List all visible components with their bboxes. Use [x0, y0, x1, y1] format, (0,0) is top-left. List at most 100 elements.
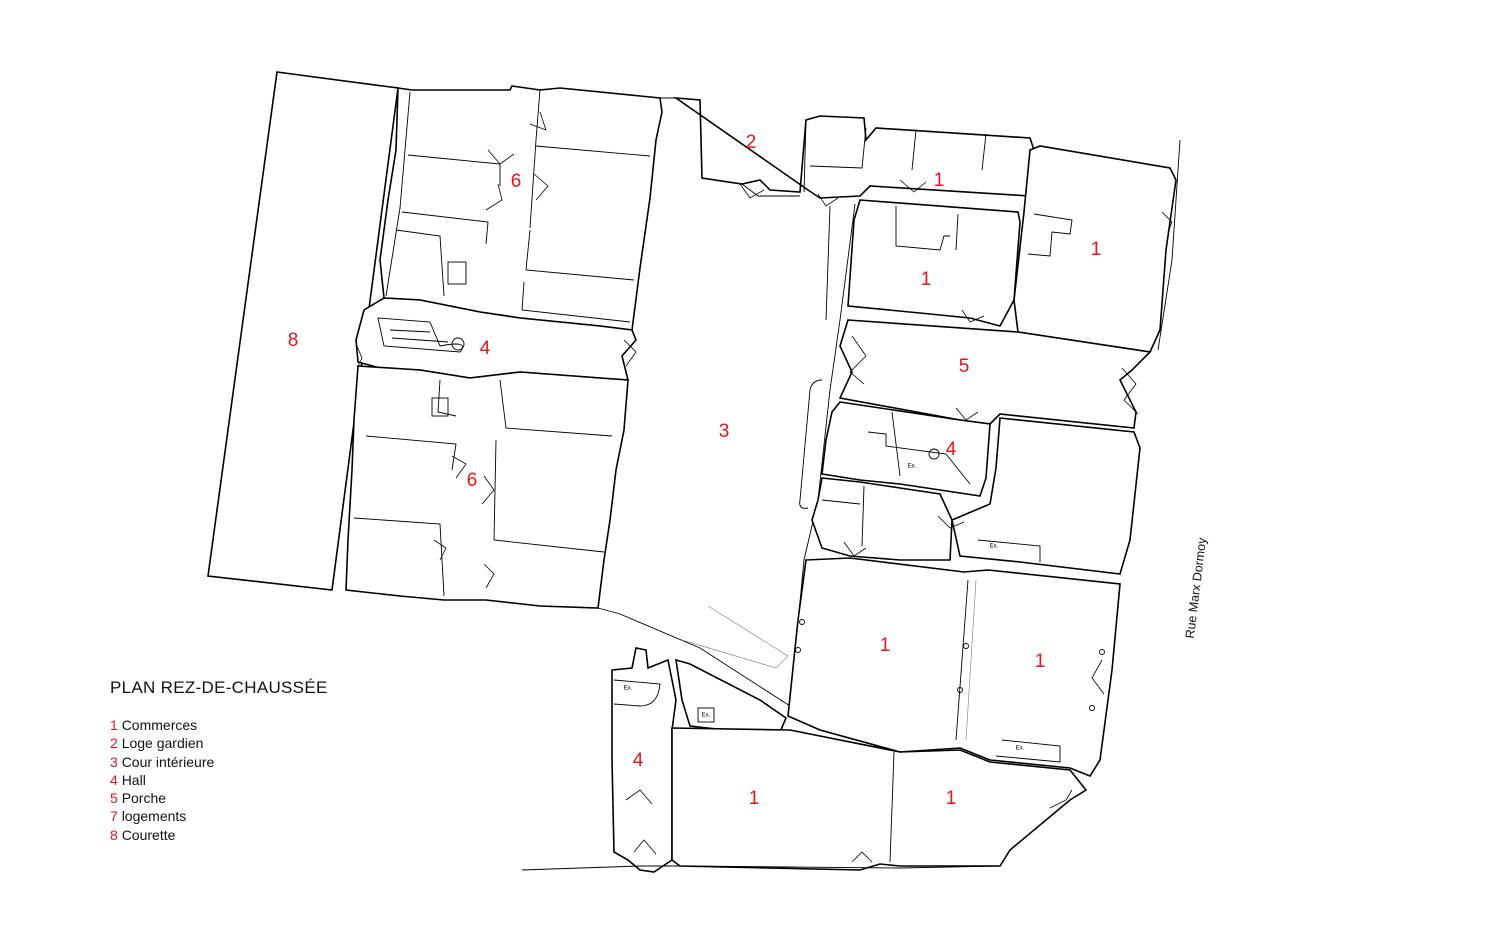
wall-line [981, 133, 987, 171]
door-swing [451, 455, 467, 479]
wall-line [521, 281, 631, 323]
legend-label: Hall [121, 771, 146, 788]
east-small-rooms-outline [811, 477, 953, 561]
south-utility-outline [675, 658, 787, 733]
door-swing [625, 789, 653, 805]
wall-line [395, 229, 445, 297]
commerce-bottom-right-label: 1 [946, 788, 957, 809]
commerce-south-outline [671, 727, 1088, 871]
south-hall-outline [611, 647, 677, 873]
legend-number: 8 [110, 826, 118, 843]
porche-label: 5 [959, 356, 970, 377]
column [795, 647, 801, 653]
commerce-east-upper-outline [951, 417, 1141, 575]
stair-newel [451, 337, 465, 351]
door-swing [533, 173, 549, 201]
court-ramp [799, 205, 831, 509]
store-partition [889, 751, 895, 863]
hall-south-label: 4 [633, 750, 644, 771]
commerce-northeast-outline [1013, 145, 1177, 353]
courette-label: 8 [288, 330, 299, 351]
legend-item: 4 Hall [110, 771, 328, 789]
exit-tag: Ex. [624, 686, 633, 692]
elevator-box [431, 397, 449, 417]
commerce-mid-left-label: 1 [880, 635, 891, 656]
exit-tag: Ex. [908, 464, 917, 470]
stair-line [391, 337, 449, 343]
wall-line [437, 379, 457, 417]
door-swing [1049, 789, 1073, 809]
loge-outline [673, 96, 1035, 199]
wall-line [809, 127, 867, 169]
stair-outline [977, 539, 1041, 562]
column [799, 619, 805, 625]
utility-box [697, 707, 715, 723]
legend-number: 1 [110, 717, 118, 733]
door-swing [1091, 659, 1105, 695]
elevator-box [447, 261, 467, 285]
door-swing [817, 193, 839, 207]
wall-line [529, 89, 541, 229]
commerce-southeast-outline [787, 557, 1121, 777]
legend-number: 7 [110, 808, 118, 825]
court-edge [597, 607, 791, 707]
exit-tag: Ex. [990, 544, 999, 550]
facade-line [1157, 139, 1181, 351]
door-swing [355, 343, 363, 367]
hall-east-label: 4 [946, 439, 957, 460]
wall-line [861, 485, 865, 547]
door-swing [739, 183, 765, 199]
west-wing-south-outline [345, 365, 629, 609]
wall-line [385, 91, 411, 297]
column [957, 687, 963, 693]
legend-item: 1 Commerces [110, 716, 328, 734]
court-canopy [681, 605, 789, 669]
legend-label: Cour intérieure [121, 753, 215, 770]
door-swing [843, 541, 867, 557]
legend-number: 2 [110, 735, 118, 752]
commerce-center-outline [847, 199, 1021, 327]
logements-north-label: 6 [511, 171, 522, 192]
legend-label: logements [121, 808, 187, 825]
store-partition [955, 579, 969, 741]
wall-line [911, 129, 917, 171]
stair-outline [867, 431, 971, 485]
wall-line [401, 211, 489, 245]
loge-label: 2 [746, 132, 757, 153]
legend-number: 3 [110, 753, 118, 770]
wall-line [821, 499, 861, 505]
courette-outline [207, 71, 399, 591]
door-swing [433, 539, 447, 561]
legend-item: 5 Porche [110, 789, 328, 807]
door-swing [481, 475, 495, 505]
store-partition [955, 213, 959, 251]
legend-item: 8 Courette [110, 826, 328, 844]
door-swing [851, 851, 873, 863]
store-counter [1027, 213, 1073, 257]
legend-number: 4 [110, 771, 118, 788]
commerce-bottom-left-label: 1 [749, 788, 760, 809]
door-swing [1161, 211, 1173, 233]
commerce-center-label: 1 [921, 269, 932, 290]
wall-line [353, 517, 445, 597]
column [1099, 649, 1105, 655]
legend-label: Porche [121, 790, 167, 807]
wall-line [535, 145, 651, 157]
plan-title: PLAN REZ-DE-CHAUSSÉE [110, 678, 328, 697]
wall-line [499, 379, 613, 437]
legend-item: 7 logements [110, 807, 328, 825]
logements-south-label: 6 [467, 470, 478, 491]
store-partition [895, 206, 950, 251]
door-swing [937, 515, 965, 529]
door-swing [849, 335, 867, 385]
door-swing [487, 149, 515, 165]
porche-outline [838, 319, 1152, 429]
door-swing [483, 563, 495, 589]
ground-line [521, 865, 1001, 871]
hall-west-label: 4 [480, 338, 491, 359]
column [963, 643, 969, 649]
exit-tag: Ex. [1016, 746, 1025, 752]
glass-partition [965, 579, 977, 741]
legend-label: Loge gardien [121, 735, 204, 752]
